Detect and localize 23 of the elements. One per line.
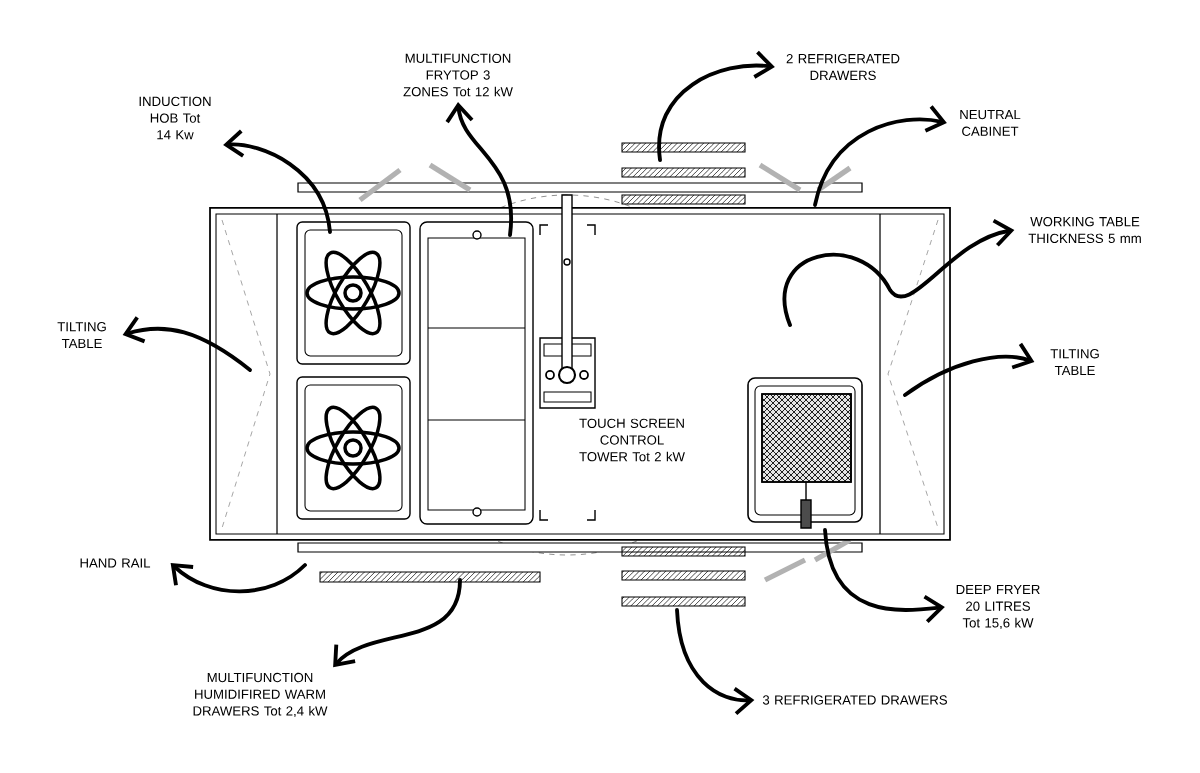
curved-arrow xyxy=(657,50,775,162)
curved-arrow xyxy=(823,528,945,623)
label-text: TOUCH SCREEN CONTROL TOWER Tot 2 kW xyxy=(579,418,685,462)
curved-arrow xyxy=(813,105,947,207)
curved-arrow xyxy=(170,563,307,594)
callout-text: WORKING TABLE THICKNESS 5 mm xyxy=(1028,217,1141,243)
curved-arrow xyxy=(122,316,252,372)
callout-text: MULTIFUNCTION FRYTOP 3 ZONES Tot 12 kW xyxy=(403,53,513,97)
callout-text: TILTING TABLE xyxy=(1050,349,1099,375)
callout-text: HAND RAIL xyxy=(80,558,151,568)
curved-arrow xyxy=(445,101,514,237)
callout-text: TILTING TABLE xyxy=(57,322,106,348)
curved-arrow xyxy=(333,578,462,668)
callout-text: MULTIFUNCTION HUMIDIFIRED WARM DRAWERS Tot 2,4 kW xyxy=(193,672,328,718)
curved-arrow xyxy=(675,608,755,716)
curved-arrow xyxy=(783,218,1015,327)
callout-text: NEUTRAL CABINET xyxy=(960,110,1021,136)
callout-text: 2 REFRIGERATED DRAWERS xyxy=(786,54,900,80)
callout-text: DEEP FRYER 20 LITRES Tot 15,6 kW xyxy=(956,584,1040,630)
callout-text: INDUCTION HOB Tot 14 Kw xyxy=(139,96,211,140)
callout-text: 3 REFRIGERATED DRAWERS xyxy=(762,695,947,705)
curved-arrow xyxy=(223,129,332,234)
curved-arrow xyxy=(903,342,1035,397)
